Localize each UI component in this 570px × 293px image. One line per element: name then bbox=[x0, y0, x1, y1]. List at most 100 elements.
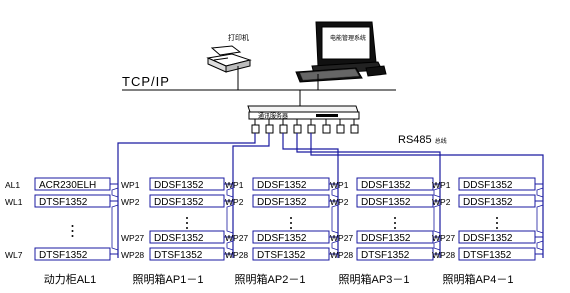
ellipsis-dot bbox=[71, 230, 74, 232]
port-2 bbox=[265, 124, 274, 134]
meter-tag: AL1 bbox=[5, 180, 20, 190]
rs485-bus bbox=[117, 133, 544, 184]
bus-line bbox=[310, 133, 544, 184]
panel-footer: 动力柜AL1 bbox=[44, 273, 97, 286]
ellipsis-dot bbox=[290, 217, 292, 219]
meter-model: DDSF1352 bbox=[361, 233, 411, 244]
port-5 bbox=[307, 124, 316, 134]
meter-model: DTSF1352 bbox=[39, 197, 88, 208]
ellipsis-dot bbox=[394, 227, 396, 229]
computer-label: 电能管理系统 bbox=[330, 34, 366, 42]
meter-tag: WP2 bbox=[121, 197, 140, 207]
meter-tag: WP1 bbox=[121, 180, 140, 190]
ellipsis-dot bbox=[394, 222, 396, 224]
meter-model: DDSF1352 bbox=[154, 233, 204, 244]
meter-model: DTSF1352 bbox=[361, 250, 410, 261]
daisy-chain bbox=[111, 187, 119, 198]
port-6 bbox=[322, 124, 331, 134]
rs485-text: RS485 bbox=[398, 134, 432, 146]
bus-line bbox=[296, 133, 441, 184]
panel-footer: 照明箱AP2－1 bbox=[235, 272, 306, 286]
ellipsis-dot bbox=[71, 225, 74, 227]
meter-tag: WP1 bbox=[225, 180, 244, 190]
meter-model: DDSF1352 bbox=[463, 180, 513, 191]
daisy-chain bbox=[331, 204, 339, 234]
server-ports bbox=[251, 119, 359, 134]
meter-tag: WP27 bbox=[225, 233, 248, 243]
ellipsis-dot bbox=[394, 217, 396, 219]
meter-tag: WP1 bbox=[432, 180, 451, 190]
daisy-chain bbox=[536, 187, 544, 198]
daisy-chain bbox=[433, 204, 441, 234]
daisy-chain bbox=[331, 240, 339, 251]
meter-model: DTSF1352 bbox=[154, 250, 203, 261]
server-label: 通讯服务器 bbox=[258, 112, 288, 120]
meter-model: DDSF1352 bbox=[257, 180, 307, 191]
meter-tag: WP28 bbox=[432, 250, 455, 260]
computer-icon bbox=[295, 21, 387, 83]
meter-tag: WL7 bbox=[5, 250, 23, 260]
bus-line bbox=[117, 133, 256, 184]
meter-model: DTSF1352 bbox=[463, 250, 512, 261]
port-1 bbox=[251, 124, 260, 134]
meter-model: DTSF1352 bbox=[39, 250, 88, 261]
daisy-chain bbox=[226, 204, 234, 234]
meter-model: DDSF1352 bbox=[154, 197, 204, 208]
daisy-chain bbox=[433, 240, 441, 251]
meter-tag: WP2 bbox=[225, 197, 244, 207]
ellipsis-dot bbox=[186, 217, 188, 219]
ellipsis-dot bbox=[290, 222, 292, 224]
meter-tag: WL1 bbox=[5, 197, 23, 207]
ellipsis-dot bbox=[186, 222, 188, 224]
meter-tag: WP28 bbox=[330, 250, 353, 260]
bus-line bbox=[232, 133, 270, 184]
meter-model: ACR230ELH bbox=[39, 180, 96, 191]
ellipsis-dot bbox=[71, 235, 74, 237]
meter-tag: WP27 bbox=[121, 233, 144, 243]
panel-footer: 照明箱AP4－1 bbox=[443, 272, 514, 286]
meter-model: DDSF1352 bbox=[257, 197, 307, 208]
printer-label: 打印机 bbox=[228, 33, 249, 42]
meter-tag: WP28 bbox=[225, 250, 248, 260]
port-3 bbox=[279, 124, 288, 134]
meter-tag: WP1 bbox=[330, 180, 349, 190]
meter-tag: WP28 bbox=[121, 250, 144, 260]
meter-model: DDSF1352 bbox=[463, 233, 513, 244]
ellipsis-dot bbox=[496, 222, 498, 224]
tcp-ip-network bbox=[122, 66, 396, 106]
ellipsis-dot bbox=[290, 227, 292, 229]
panel-footer: 照明箱AP1－1 bbox=[133, 272, 204, 286]
meter-model: DDSF1352 bbox=[463, 197, 513, 208]
meter-tag: WP2 bbox=[432, 197, 451, 207]
printer-icon bbox=[206, 45, 252, 73]
rs485-suffix: 总线 bbox=[435, 137, 447, 145]
daisy-chain bbox=[226, 187, 234, 198]
daisy-chain bbox=[433, 187, 441, 198]
meter-tag: WP27 bbox=[330, 233, 353, 243]
rs485-label: RS485 总线 bbox=[398, 134, 447, 146]
ellipsis-dot bbox=[186, 227, 188, 229]
meter-model: DDSF1352 bbox=[154, 180, 204, 191]
meter-tag: WP27 bbox=[432, 233, 455, 243]
communication-server bbox=[247, 105, 360, 120]
daisy-chain bbox=[226, 240, 234, 251]
daisy-chain bbox=[111, 204, 119, 251]
meter-model: DTSF1352 bbox=[257, 250, 306, 261]
daisy-chain bbox=[331, 187, 339, 198]
panel-footer: 照明箱AP3－1 bbox=[339, 272, 410, 286]
meter-model: DDSF1352 bbox=[257, 233, 307, 244]
meter-model: DDSF1352 bbox=[361, 180, 411, 191]
meter-tag: WP2 bbox=[330, 197, 349, 207]
ellipsis-dot bbox=[496, 217, 498, 219]
port-7 bbox=[336, 124, 345, 134]
ellipsis-dot bbox=[496, 227, 498, 229]
port-4 bbox=[293, 124, 302, 134]
tcp-ip-label: TCP/IP bbox=[122, 74, 170, 89]
